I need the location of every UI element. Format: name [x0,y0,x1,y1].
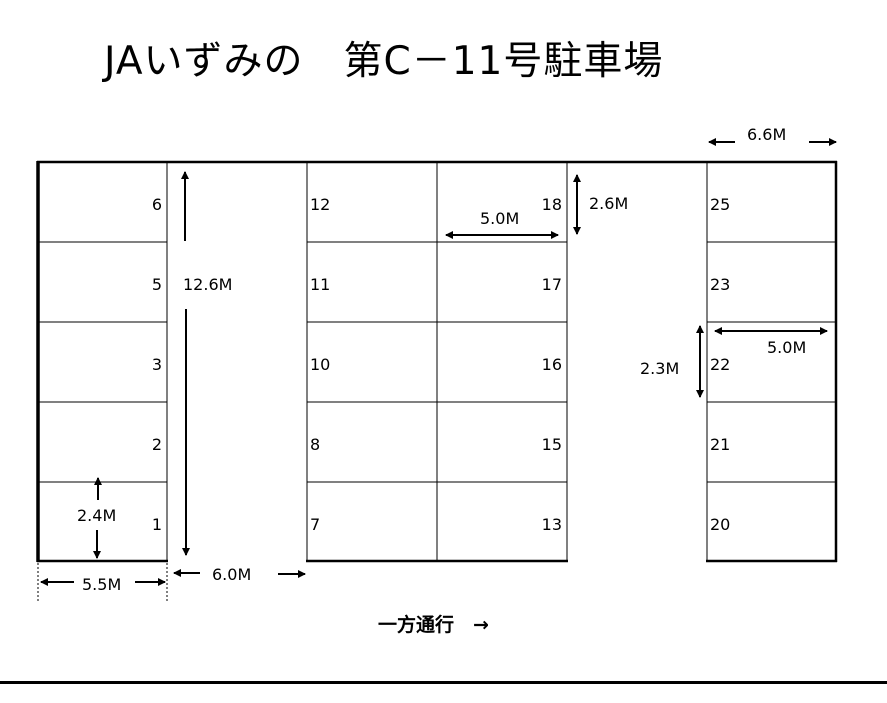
space-number: 3 [151,355,162,374]
space-number: 16 [541,355,562,374]
right-aisle-width-label: 6.6M [747,125,787,144]
space-number: 2 [151,435,162,454]
left-column [36,161,168,563]
space-number: 7 [310,515,321,534]
space-number: 6 [151,195,162,214]
page-title: JAいずみの 第C－11号駐車場 [104,39,664,84]
one-way-label: 一方通行 → [378,614,489,636]
aisle-length-arrow [181,171,190,556]
space-number: 18 [541,195,562,214]
left-space-height-label: 2.4M [77,506,117,525]
space-number: 5 [151,275,162,294]
space-number: 20 [710,515,731,534]
space-number: 8 [310,435,321,454]
aisle-length-label: 12.6M [183,275,233,294]
space-number: 22 [710,355,731,374]
space-number: 11 [310,275,331,294]
aisle-width-label: 6.0M [212,565,252,584]
space-number: 13 [541,515,562,534]
space-number: 25 [710,195,731,214]
space-number: 1 [151,515,162,534]
middle-depth-label: 5.0M [480,209,520,228]
right-column [706,161,838,563]
aisle-width-arrow [173,569,306,578]
left-space-height-arrow [93,477,102,559]
space-number: 12 [310,195,331,214]
space-number: 10 [310,355,331,374]
left-width-label: 5.5M [82,575,122,594]
right-depth-label: 5.0M [767,338,807,357]
space-number: 15 [541,435,562,454]
middle-block [306,162,568,563]
left-width-arrow [37,563,168,602]
space-number: 23 [710,275,731,294]
footer-divider [0,681,887,684]
space-number: 17 [541,275,562,294]
right-space-height-label: 2.3M [640,359,680,378]
space-number: 21 [710,435,731,454]
middle-height-label: 2.6M [589,194,629,213]
